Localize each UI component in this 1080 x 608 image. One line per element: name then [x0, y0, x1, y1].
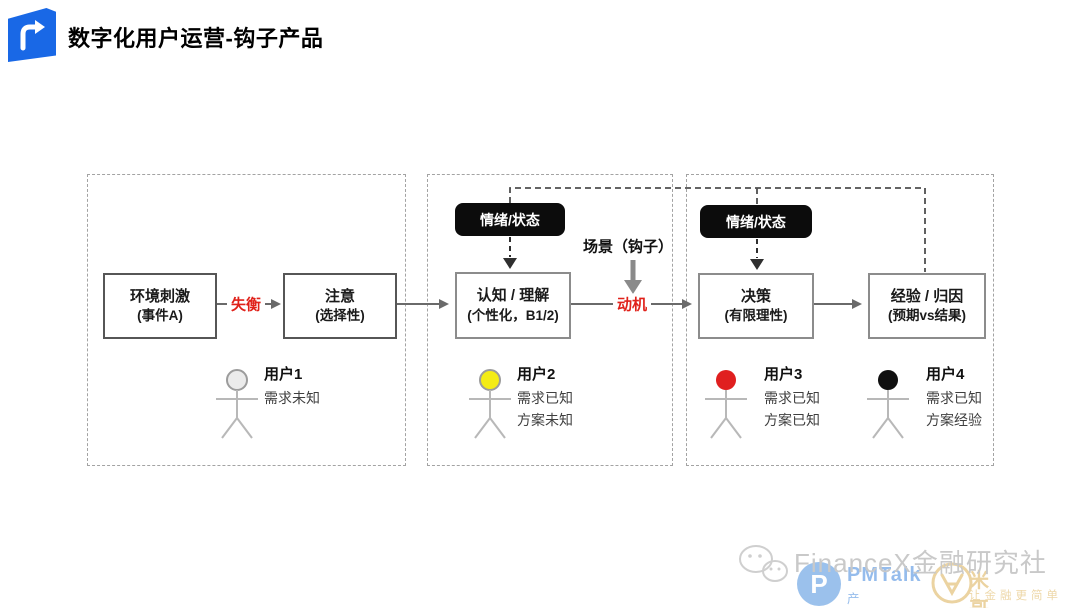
box-cognition: 认知 / 理解 (个性化，B1/2): [455, 272, 571, 339]
label-motivation: 动机: [612, 293, 652, 315]
box-experience-attribution: 经验 / 归因 (预期vs结果): [868, 273, 986, 339]
wechat-icon: [739, 545, 788, 582]
turn-right-arrow-icon: [20, 20, 45, 51]
user-state-line: 需求未知: [264, 390, 320, 406]
user-state-line: 方案已知: [764, 411, 820, 428]
box-line: (选择性): [315, 308, 365, 324]
user-name: 用户2: [517, 366, 556, 383]
pmtalk-tagline: 产品经理社区: [847, 592, 863, 606]
box-line: 环境刺激: [129, 287, 190, 305]
user-state-line: 方案经验: [926, 411, 982, 428]
user-state-line: 需求已知: [764, 390, 820, 406]
finance-logo-name: 米哥讲金融: [969, 570, 990, 608]
user-state-line: 需求已知: [517, 390, 573, 406]
pill-emotion-state-1: 情绪/状态: [455, 203, 565, 236]
user-name: 用户3: [764, 366, 803, 383]
label-scene-hook: 场景（钩子）: [582, 238, 674, 256]
user3-label: 用户3 需求已知 方案已知: [764, 363, 820, 431]
box-line: (有限理性): [724, 308, 788, 324]
box-line: 注意: [324, 287, 355, 305]
brand-flag-logo: [8, 8, 56, 62]
box-environment-stimulus: 环境刺激 (事件A): [103, 273, 217, 339]
user-state-line: 方案未知: [517, 411, 573, 428]
user1-label: 用户1 需求未知: [264, 363, 320, 410]
pmtalk-name: PMTalk: [847, 564, 922, 586]
label-imbalance: 失衡: [226, 293, 266, 315]
pmtalk-initial: P: [810, 568, 828, 599]
finance-logo-tagline: 让金融更简单: [969, 590, 1062, 602]
finance-shield-icon: [931, 562, 973, 604]
stage-panel-3: [686, 174, 994, 466]
box-line: (事件A): [137, 308, 183, 324]
watermark-text: FinanceX金融研究社: [794, 548, 1047, 578]
stage-panel-1: [87, 174, 406, 466]
user2-label: 用户2 需求已知 方案未知: [517, 363, 573, 431]
box-decision: 决策 (有限理性): [698, 273, 814, 339]
box-line: (个性化，B1/2): [467, 307, 559, 323]
pmtalk-icon: P: [797, 562, 841, 606]
box-attention: 注意 (选择性): [283, 273, 397, 339]
box-line: 决策: [740, 287, 771, 305]
user-name: 用户4: [926, 366, 965, 383]
stage-panel-2: [427, 174, 673, 466]
box-line: 经验 / 归因: [890, 287, 964, 305]
box-line: 认知 / 理解: [476, 287, 550, 305]
box-line: (预期vs结果): [887, 308, 966, 324]
user-name: 用户1: [264, 366, 303, 383]
user-state-line: 需求已知: [926, 390, 982, 406]
page-title: 数字化用户运营-钩子产品: [68, 26, 324, 51]
pill-emotion-state-2: 情绪/状态: [700, 205, 812, 238]
user4-label: 用户4 需求已知 方案经验: [926, 363, 982, 431]
